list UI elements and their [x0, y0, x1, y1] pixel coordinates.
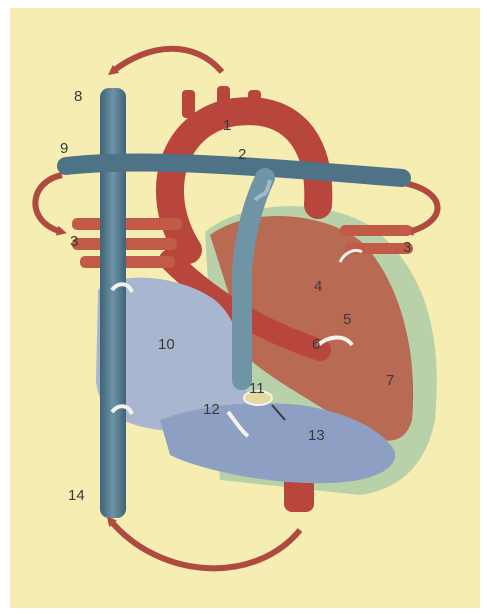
aortic-branch-3: [248, 90, 261, 118]
pulmonary-vessel-left-3: [80, 256, 175, 268]
label-8: 8: [74, 88, 82, 105]
vena-cava: [100, 88, 126, 518]
label-6: 6: [312, 336, 320, 353]
label-13: 13: [308, 427, 325, 444]
aortic-branch-2: [217, 86, 230, 114]
label-10: 10: [158, 336, 175, 353]
pulmonary-vessel-left-1: [72, 218, 182, 230]
label-2: 2: [238, 146, 246, 163]
label-5: 5: [343, 311, 351, 328]
label-14: 14: [68, 487, 85, 504]
aortic-branch-1: [182, 90, 195, 118]
label-11: 11: [249, 380, 265, 397]
label-1: 1: [223, 117, 231, 134]
label-3-right: 3: [403, 239, 411, 256]
label-9: 9: [60, 140, 68, 157]
label-12: 12: [203, 401, 220, 418]
label-4: 4: [314, 278, 322, 295]
pulmonary-vessel-right-1: [340, 225, 412, 236]
label-7: 7: [386, 372, 394, 389]
label-3-left: 3: [70, 233, 78, 250]
